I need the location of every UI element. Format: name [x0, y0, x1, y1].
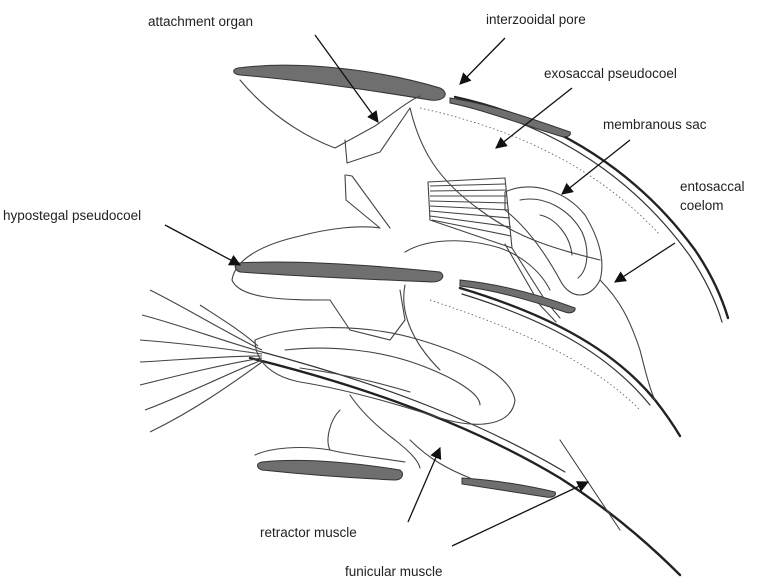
top-dark-band — [234, 65, 445, 100]
middle-zooid — [232, 175, 575, 370]
label-exosaccal-pseudocoel: exosaccal pseudocoel — [544, 66, 677, 81]
lower-right-dark-band — [462, 478, 555, 497]
outer-body-walls — [250, 97, 728, 575]
label-interzooidal-pore: interzooidal pore — [486, 12, 586, 27]
top-zooid — [234, 65, 600, 260]
lower-dark-band — [258, 460, 403, 480]
middle-dark-band — [235, 262, 443, 282]
leader-entosaccal-coelom — [615, 243, 675, 282]
leader-hypostegal-pseudocoel — [165, 225, 240, 265]
label-entosaccal: entosaccal — [680, 179, 745, 194]
label-retractor-muscle: retractor muscle — [260, 525, 357, 540]
label-hypostegal-pseudocoel: hypostegal pseudocoel — [3, 208, 141, 223]
leader-retractor-muscle — [408, 448, 440, 522]
leader-interzooidal-pore — [460, 38, 505, 84]
label-membranous-sac: membranous sac — [603, 117, 707, 132]
lower-tentacle-fan — [140, 290, 262, 432]
text-labels: attachment organ interzooidal pore exosa… — [3, 12, 745, 579]
label-funicular-muscle: funicular muscle — [345, 564, 443, 579]
lower-zooid — [255, 328, 620, 530]
label-attachment-organ: attachment organ — [148, 14, 253, 29]
leader-lines — [165, 35, 675, 546]
label-coelom: coelom — [680, 198, 724, 213]
